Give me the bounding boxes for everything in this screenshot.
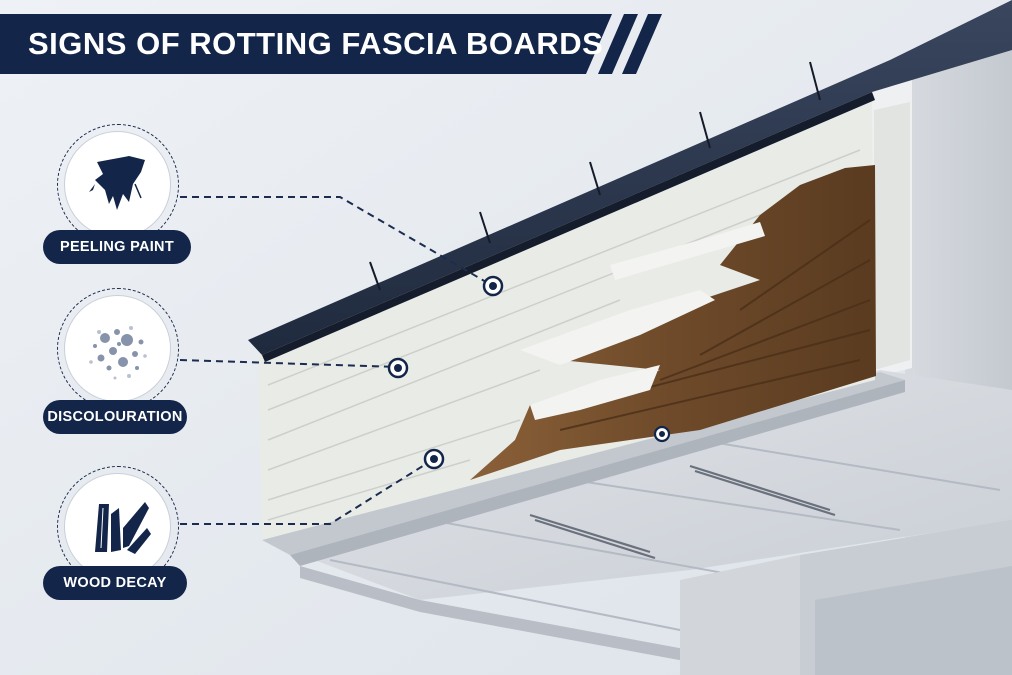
roof-shingles	[248, 0, 1012, 355]
callout-circle	[57, 288, 179, 410]
page-title: SIGNS OF ROTTING FASCIA BOARDS	[28, 26, 604, 61]
leader-lines	[179, 196, 494, 525]
soffit-vents	[529, 464, 836, 560]
callout-circle	[57, 466, 179, 588]
marker-peeling	[482, 275, 504, 297]
soffit	[262, 370, 1012, 600]
title-banner	[0, 14, 662, 74]
callout-label: DISCOLOURATION	[43, 400, 187, 434]
wall-column	[680, 555, 800, 675]
marker-decay	[423, 448, 445, 470]
peeling-paint-icon	[65, 132, 170, 237]
fascia-board	[258, 100, 875, 540]
discolouration-icon	[65, 296, 170, 401]
marker-discolouration	[387, 357, 409, 379]
callout-label: WOOD DECAY	[43, 566, 187, 600]
marker-extra	[653, 425, 671, 443]
callout-label: PEELING PAINT	[43, 230, 191, 264]
peeling-flakes	[520, 222, 765, 420]
callout-circle	[57, 124, 179, 246]
wood-decay-icon	[65, 474, 170, 579]
